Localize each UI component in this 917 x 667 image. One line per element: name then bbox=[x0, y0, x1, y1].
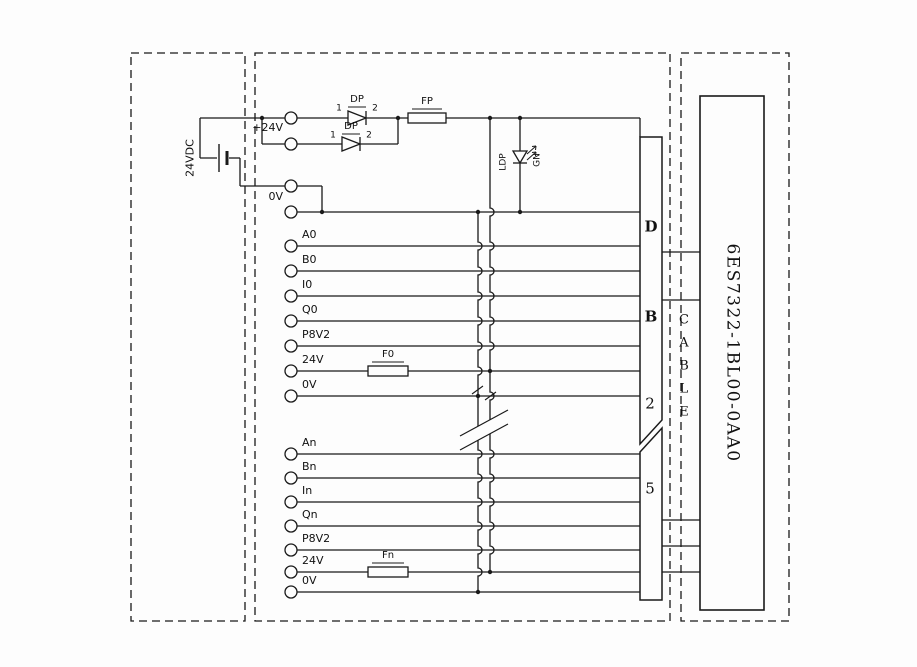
module-box bbox=[680, 52, 790, 622]
diode-icon bbox=[347, 110, 368, 126]
terminal-label-in: In bbox=[302, 484, 313, 497]
diode-pin-label: 1 bbox=[330, 130, 336, 141]
power-source-box bbox=[130, 52, 246, 622]
fuse-fn-icon bbox=[367, 566, 409, 578]
diode-pin-label: 2 bbox=[372, 103, 378, 114]
field-wiring-box bbox=[254, 52, 671, 622]
terminal-circle bbox=[284, 447, 298, 461]
terminal-circle bbox=[284, 471, 298, 485]
connector-digit-2: 2 bbox=[645, 394, 655, 413]
fuse-fn-label: Fn bbox=[381, 550, 395, 561]
terminal-label-24vn: 24V bbox=[302, 554, 324, 567]
connector-lower-half bbox=[639, 426, 663, 601]
led-icon bbox=[511, 118, 537, 212]
led-name-label: LDP bbox=[498, 153, 509, 171]
diode-dp-label: DP bbox=[344, 121, 358, 132]
terminal-label-b0: B0 bbox=[302, 253, 317, 266]
fuse-fp-icon bbox=[407, 112, 447, 124]
terminal-0v-label: 0V bbox=[268, 190, 283, 203]
junction-dots bbox=[259, 115, 523, 595]
cable-break-icon bbox=[459, 409, 509, 437]
terminal-label-p8v2n: P8V2 bbox=[302, 532, 331, 545]
diode-dp-label: DP bbox=[350, 94, 364, 105]
diode-pin-label: 1 bbox=[336, 103, 342, 114]
module-outline bbox=[699, 95, 765, 611]
dsub-connector bbox=[639, 136, 663, 601]
terminal-plus24v-label: +24V bbox=[252, 121, 283, 134]
terminal-label-qn: Qn bbox=[302, 508, 318, 521]
terminal-circle bbox=[284, 543, 298, 557]
terminal-label-i0: I0 bbox=[302, 278, 313, 291]
cable-break-mask bbox=[460, 410, 508, 450]
diode-pin-label: 2 bbox=[366, 130, 372, 141]
terminal-label-0v: 0V bbox=[302, 378, 317, 391]
terminal-circle bbox=[284, 389, 298, 403]
terminal-circle bbox=[284, 495, 298, 509]
terminal-circle bbox=[284, 339, 298, 353]
boundary-boxes bbox=[130, 52, 790, 622]
terminal-label-24v: 24V bbox=[302, 353, 324, 366]
diode-icon bbox=[341, 136, 362, 152]
cable-label: CABLE bbox=[676, 312, 692, 428]
terminal-circle bbox=[284, 137, 298, 151]
group0-wiring bbox=[297, 245, 640, 397]
terminal-circle bbox=[284, 519, 298, 533]
terminal-circle bbox=[284, 264, 298, 278]
groupn-wiring bbox=[297, 453, 640, 593]
terminal-label-p8v2: P8V2 bbox=[302, 328, 331, 341]
terminal-circle bbox=[284, 239, 298, 253]
fuse-fp-label: FP bbox=[421, 96, 433, 107]
terminal-circle bbox=[284, 179, 298, 193]
terminal-circle bbox=[284, 364, 298, 378]
terminal-circle bbox=[284, 205, 298, 219]
terminal-label-an: An bbox=[302, 436, 317, 449]
connector-letter-d: D bbox=[644, 217, 658, 236]
module-part-number: 6ES7322-1BL00-0AA0 bbox=[722, 243, 743, 463]
battery-icon bbox=[218, 144, 229, 172]
cable-break-icon bbox=[459, 423, 509, 451]
cable-bundle bbox=[459, 118, 509, 592]
terminal-circle bbox=[284, 289, 298, 303]
connector-module-links bbox=[662, 251, 700, 573]
terminal-circle bbox=[284, 565, 298, 579]
terminal-label-a0: A0 bbox=[302, 228, 317, 241]
terminal-label-bn: Bn bbox=[302, 460, 317, 473]
terminal-circle bbox=[284, 314, 298, 328]
terminal-circle bbox=[284, 585, 298, 599]
terminal-label-q0: Q0 bbox=[302, 303, 318, 316]
terminal-label-0vn: 0V bbox=[302, 574, 317, 587]
connector-digit-5: 5 bbox=[645, 479, 655, 498]
terminal-circle bbox=[284, 111, 298, 125]
fuse-f0-icon bbox=[367, 365, 409, 377]
terminal-circles bbox=[284, 111, 298, 599]
connector-upper-half bbox=[639, 136, 663, 446]
fuse-f0-label: F0 bbox=[381, 349, 395, 360]
connector-letter-b: B bbox=[644, 307, 658, 326]
led-color-label: GN bbox=[532, 153, 543, 167]
power-source-label: 24VDC bbox=[183, 139, 197, 177]
power-wiring bbox=[199, 106, 641, 213]
